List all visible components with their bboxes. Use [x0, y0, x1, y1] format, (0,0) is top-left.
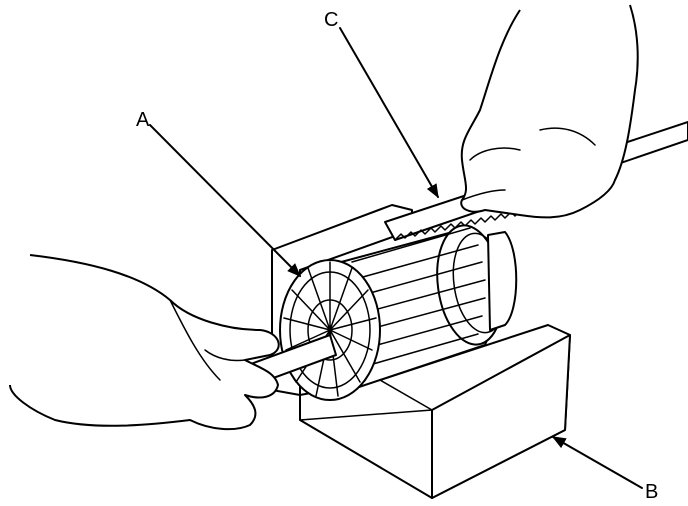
- callout-c: C: [324, 9, 338, 31]
- right-hand: [460, 4, 639, 219]
- leader-a: [149, 124, 301, 277]
- left-hand: [9, 254, 280, 431]
- callout-b: B: [645, 481, 658, 503]
- callout-a: A: [136, 109, 150, 131]
- leader-c: [339, 27, 439, 199]
- v-block: [271, 204, 571, 499]
- armature: [235, 224, 518, 401]
- leader-b: [551, 436, 643, 489]
